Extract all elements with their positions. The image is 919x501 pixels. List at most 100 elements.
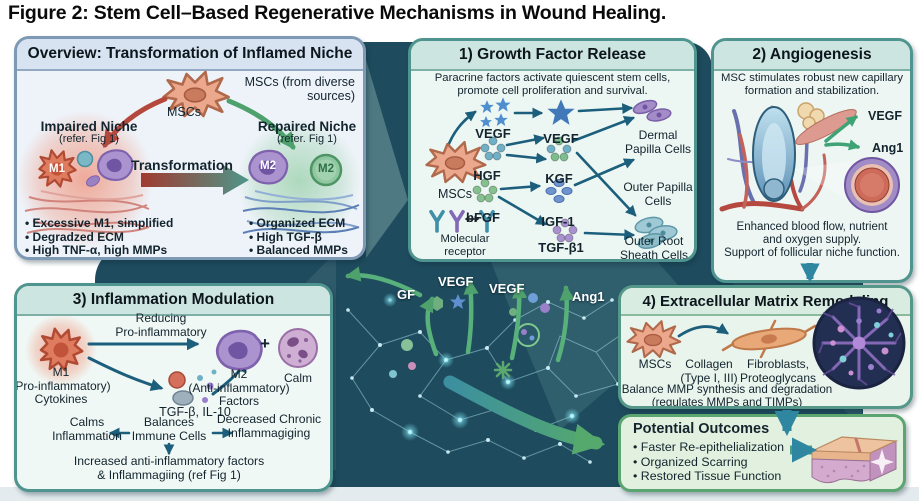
ecm-dots: [830, 308, 894, 376]
transformation-label: Transformation: [131, 157, 233, 173]
increased-factors-label: Increased anti-inflammatory factors & In…: [74, 454, 264, 483]
balances-line2: Immune Cells: [131, 428, 207, 443]
cytokine-cluster-icon: [168, 369, 217, 406]
overview-msc-label: MSCs: [166, 105, 202, 119]
decreased-chronic-label: Decreased Chronic Inflammagiging: [216, 412, 322, 441]
collagen-line2: (Type I, III): [680, 370, 738, 385]
ecm-msc-label: MSCs: [638, 357, 672, 371]
an-caption-line2: and oxygen supply.: [762, 233, 862, 246]
m1-label-block: M1 (Pro-inflammatory) Cytokines: [14, 365, 111, 407]
impairment-arrow: [102, 96, 168, 148]
an-vegf-label: VEGF: [868, 109, 903, 123]
an-subtitle-line2: formation and stabilization.: [744, 84, 880, 97]
vegf-star-icon: [547, 99, 575, 125]
collagen-line1: Collagen: [685, 357, 733, 371]
repaired-ecm-fibers: [242, 190, 360, 234]
repaired-bullet-list: • Organized ECM • High TGF-β • Balanced …: [249, 216, 348, 257]
balance-line2: (regulates MMPs and TIMPs): [651, 396, 803, 409]
wound-crease: [854, 437, 862, 454]
balances-line1: Balances: [143, 415, 195, 429]
impaired-niche-subtitle: (refer. Fig 1): [59, 133, 119, 145]
receptor-line1: Molecular: [440, 233, 490, 245]
repaired-bullet: • High TGF-β: [249, 229, 322, 244]
panel-growth-factor-header: 1) Growth Factor Release: [411, 41, 694, 71]
bidirectional-arrow-icon: [464, 215, 480, 223]
figure-title: Figure 2: Stem Cell–Based Regenerative M…: [8, 2, 667, 24]
fibroblast-line1: Fibroblasts,: [746, 357, 810, 371]
igf1-dots-icon: [545, 179, 573, 203]
kgf-dots-icon: [546, 136, 572, 162]
secreted-factor-glyphs: [389, 293, 550, 380]
panel-angiogenesis-title: 2) Angiogenesis: [752, 46, 872, 63]
tgf-il10-label: TGF-β, IL-10: [159, 405, 231, 419]
repaired-niche-subtitle: (refer. Fig 1): [277, 133, 337, 145]
impaired-bullet: • Degradzed ECM: [25, 229, 124, 244]
outcomes-bullet-list: • Faster Re-epithelialization • Organize…: [633, 440, 784, 484]
calms-inflammation-label: Calms Inflammation: [52, 415, 122, 444]
panel-overview-header: Overview: Transformation of Inflamed Nic…: [17, 39, 363, 71]
m2-cell-icon: [215, 329, 263, 371]
plus-sign: +: [260, 334, 270, 353]
overview-illustration: [17, 70, 361, 247]
impaired-bullet: • Excessive M1, simplified: [25, 216, 174, 230]
panel-potential-outcomes: Potential Outcomes • Faster Re-epithelia…: [618, 414, 906, 492]
m2-purple-label: M2: [260, 160, 276, 172]
outcomes-title: Potential Outcomes: [633, 421, 770, 437]
inflammation-illustration: [25, 314, 318, 456]
gf-subtitle-line1: Paracrine factors activate quiescent ste…: [434, 72, 671, 84]
bfgf-label: bFGF: [466, 210, 500, 225]
balance-arrows: [108, 427, 234, 456]
collagen-label: Collagen (Type I, III): [680, 357, 738, 385]
an-subtitle-line1: MSC stimulates robust new capillary: [720, 72, 904, 84]
repaired-niche-title: Repaired Niche: [257, 119, 357, 134]
balances-immune-label: Balances Immune Cells: [131, 415, 207, 444]
center-label-ang1: Ang1: [572, 289, 605, 304]
calms-line2: Inflammation: [52, 428, 122, 443]
center-signal-arrows: [344, 266, 575, 363]
outcome-bullet: • Restored Tissue Function: [633, 469, 782, 483]
m1-cell-label: M1: [49, 163, 65, 175]
angiogenesis-subtitle: MSC stimulates robust new capillary form…: [714, 72, 910, 98]
center-label-vegf2: VEGF: [489, 281, 525, 296]
panel-growth-factor-title: 1) Growth Factor Release: [459, 46, 646, 63]
hair-follicle-icon: [752, 106, 796, 202]
impaired-bullet: • High TNF-α, high MMPs: [25, 243, 168, 257]
reducing-label: Reducing Pro-inflammatory: [115, 311, 207, 339]
calm-cell-icon: [278, 328, 318, 368]
balance-line1: Balance MMP synthesis and degradation: [621, 383, 833, 396]
panel-ecm-remodeling: 4) Extracellular Matrix Remodeling: [618, 285, 913, 409]
arrector-muscle-icon: [795, 109, 857, 145]
molecular-receptor-icon: [429, 210, 495, 233]
healed-skin-icon: [811, 436, 899, 484]
impaired-niche-cells: [38, 149, 134, 188]
impaired-ecm-fibers: [24, 190, 150, 234]
repaired-bullet: • Organized ECM: [249, 216, 346, 230]
target-outer-root-label: Outer Root Sheath Cells: [619, 234, 689, 262]
decreased-line2: Inflammagiging: [227, 425, 311, 440]
igf1-label: IGF-1: [541, 214, 575, 229]
growth-factor-illustration: [425, 97, 678, 249]
increased-line2: & Inflammagiing (ref Fig 1): [97, 467, 241, 482]
m1-line2: (Pro-inflammatory): [14, 378, 111, 393]
hgf-label: HGF: [473, 168, 501, 183]
outcome-bullet: • Organized Scarring: [633, 454, 748, 469]
calms-line1: Calms: [69, 415, 105, 429]
reducing-line2: Pro-inflammatory: [115, 324, 207, 339]
m2-line1: M2: [230, 367, 248, 381]
m1-line3: Cytokines: [34, 392, 88, 407]
angiogenesis-arrows: [824, 115, 861, 151]
fibroblast-line2: Proteoglycans: [739, 370, 817, 385]
decreased-line1: Decreased Chronic: [216, 412, 322, 426]
vegf-mediator-label: VEGF: [543, 131, 579, 146]
panel-inflammation-header: 3) Inflammation Modulation: [17, 286, 330, 316]
vegf-stars-icon: [480, 97, 511, 128]
outcome-bullet: • Faster Re-epithelialization: [633, 440, 785, 454]
growth-factor-arrows: [445, 103, 637, 241]
kgf-label: KGF: [545, 171, 573, 186]
panel-angiogenesis: 2) Angiogenesis MSC stimulates robust ne…: [711, 38, 913, 283]
tgfb1-label: TGF-β1: [538, 240, 584, 255]
center-label-gf: GF: [397, 287, 416, 302]
molecular-receptor-label: Molecular receptor: [441, 233, 490, 259]
gf-subtitle-line2: promote cell proliferation and survival.: [457, 84, 648, 97]
ecm-microscopy-icon: [812, 296, 906, 390]
